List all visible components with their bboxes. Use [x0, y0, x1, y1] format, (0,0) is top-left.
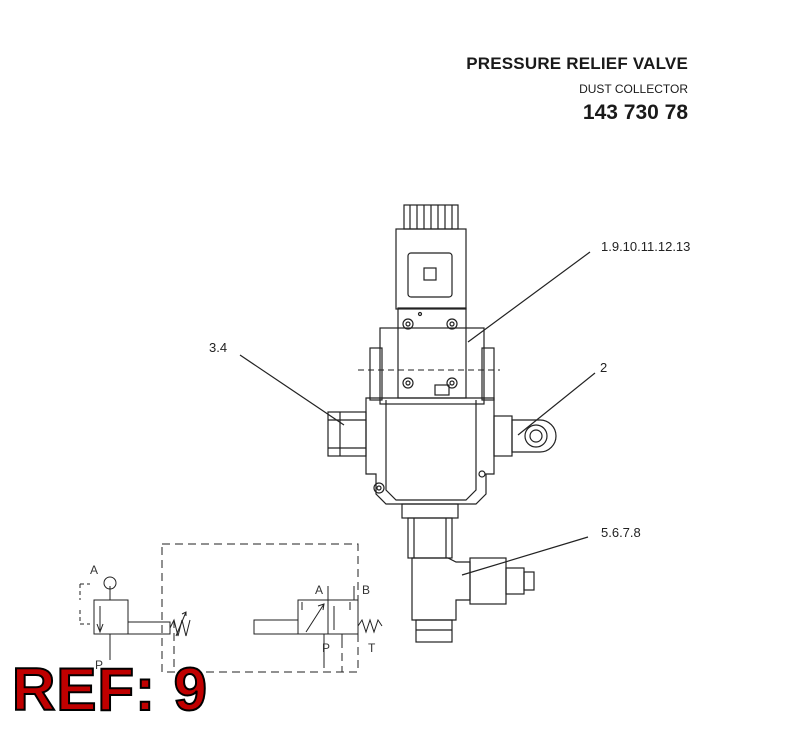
- valve-body-upper: [358, 307, 500, 405]
- part-number: 143 730 78: [582, 101, 688, 124]
- schematic-labels: A P A B P T: [90, 563, 376, 672]
- schematic-label-a-left: A: [90, 563, 98, 577]
- drawing-subtitle: DUST COLLECTOR: [579, 82, 688, 96]
- callout-5-6-7-8: 5.6.7.8: [601, 525, 641, 540]
- solenoid-coil: [395, 204, 467, 310]
- ref-label: REF: 9: [11, 656, 209, 723]
- schematic-label-b-right: B: [362, 583, 370, 597]
- callout-3-4: 3.4: [209, 340, 228, 355]
- drawing-title: PRESSURE RELIEF VALVE: [466, 54, 688, 73]
- valve-body-main: [365, 397, 495, 505]
- lower-elbow-fitting: [401, 503, 535, 643]
- title-block: PRESSURE RELIEF VALVE DUST COLLECTOR 143…: [466, 54, 688, 125]
- schematic-label-p-left: P: [95, 658, 103, 672]
- callout-2: 2: [600, 360, 608, 375]
- leader-lines: [239, 251, 596, 576]
- right-port-fitting: [493, 415, 557, 457]
- hydraulic-schematic: [79, 543, 383, 673]
- schematic-label-p-right: P: [322, 641, 330, 655]
- left-port-fitting: [327, 411, 367, 457]
- schematic-label-a-right: A: [315, 583, 323, 597]
- schematic-label-t-right: T: [368, 641, 376, 655]
- callout-1-9-10-11-12-13: 1.9.10.11.12.13: [601, 239, 691, 254]
